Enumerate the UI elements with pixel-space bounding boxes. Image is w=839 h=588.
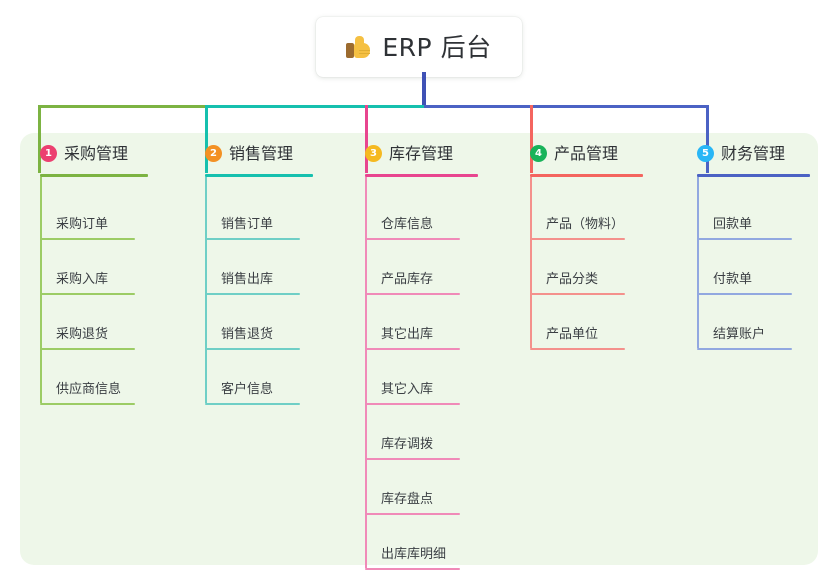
leaf-node-label: 结算账户 [713, 327, 766, 342]
leaf-node-label: 库存调拨 [381, 437, 434, 452]
leaf-node-rule [530, 348, 625, 350]
leaf-node-label: 库存盘点 [381, 492, 434, 507]
leaf-node-label: 出库库明细 [381, 547, 447, 562]
leaf-node-label: 采购入库 [56, 272, 109, 287]
leaf-node-rule [40, 238, 135, 240]
column-spine-line [40, 177, 42, 403]
leaf-node-label: 付款单 [713, 272, 753, 287]
segment-blue [424, 105, 709, 108]
thumbs-up-icon [346, 34, 372, 60]
column-header-rule [697, 174, 810, 177]
leaf-node-rule [205, 293, 300, 295]
leaf-node-rule [40, 293, 135, 295]
column-title-label: 库存管理 [389, 143, 454, 163]
leaf-node-label: 采购订单 [56, 217, 109, 232]
leaf-node-rule [697, 348, 792, 350]
column-number-badge: 5 [697, 145, 714, 162]
root-node-erp-backend[interactable]: ERP 后台 [316, 17, 522, 77]
column-title-label: 产品管理 [554, 143, 619, 163]
column-title-label: 采购管理 [64, 143, 129, 163]
drop-3 [365, 105, 368, 173]
column-header-rule [40, 174, 148, 177]
column-spine-line [205, 177, 207, 403]
leaf-node-label: 客户信息 [221, 382, 274, 397]
column-number-badge: 4 [530, 145, 547, 162]
leaf-node-label: 供应商信息 [56, 382, 122, 397]
column-spine-line [365, 177, 367, 568]
leaf-node-rule [365, 458, 460, 460]
leaf-node-label: 其它出库 [381, 327, 434, 342]
leaf-node-rule [530, 238, 625, 240]
segment-green [38, 105, 205, 108]
column-title-label: 销售管理 [229, 143, 294, 163]
column-header-rule [530, 174, 643, 177]
leaf-node-rule [205, 238, 300, 240]
column-title-label: 财务管理 [721, 143, 786, 163]
leaf-node-label: 产品单位 [546, 327, 599, 342]
column-header-3[interactable]: 3 库存管理 [365, 145, 453, 162]
leaf-node-rule [365, 293, 460, 295]
leaf-node-rule [365, 403, 460, 405]
leaf-node-label: 销售退货 [221, 327, 274, 342]
column-header-2[interactable]: 2 销售管理 [205, 145, 293, 162]
drop-1 [38, 105, 41, 173]
column-number-badge: 1 [40, 145, 57, 162]
leaf-node-rule [697, 238, 792, 240]
column-spine-line [697, 177, 699, 348]
leaf-node-label: 产品库存 [381, 272, 434, 287]
leaf-node-label: 销售出库 [221, 272, 274, 287]
leaf-node-rule [365, 238, 460, 240]
column-header-4[interactable]: 4 产品管理 [530, 145, 618, 162]
leaf-node-label: 产品分类 [546, 272, 599, 287]
leaf-node-label: 采购退货 [56, 327, 109, 342]
root-node-label: ERP 后台 [382, 32, 492, 62]
leaf-node-label: 销售订单 [221, 217, 274, 232]
leaf-node-rule [530, 293, 625, 295]
segment-teal [205, 105, 426, 108]
leaf-node-rule [365, 513, 460, 515]
leaf-node-label: 产品（物料） [546, 217, 625, 232]
drop-2 [205, 105, 208, 173]
leaf-node-rule [40, 403, 135, 405]
drop-5 [706, 105, 709, 173]
leaf-node-rule [205, 348, 300, 350]
column-number-badge: 3 [365, 145, 382, 162]
root-stem-line [422, 72, 426, 108]
leaf-node-rule [40, 348, 135, 350]
column-number-badge: 2 [205, 145, 222, 162]
drop-4 [530, 105, 533, 173]
leaf-node-label: 仓库信息 [381, 217, 434, 232]
leaf-node-rule [697, 293, 792, 295]
column-header-5[interactable]: 5 财务管理 [697, 145, 785, 162]
leaf-node-rule [365, 348, 460, 350]
column-spine-line [530, 177, 532, 348]
column-header-rule [205, 174, 313, 177]
column-header-rule [365, 174, 478, 177]
leaf-node-rule [365, 568, 460, 570]
leaf-node-rule [205, 403, 300, 405]
column-header-1[interactable]: 1 采购管理 [40, 145, 128, 162]
leaf-node-label: 回款单 [713, 217, 753, 232]
leaf-node-label: 其它入库 [381, 382, 434, 397]
